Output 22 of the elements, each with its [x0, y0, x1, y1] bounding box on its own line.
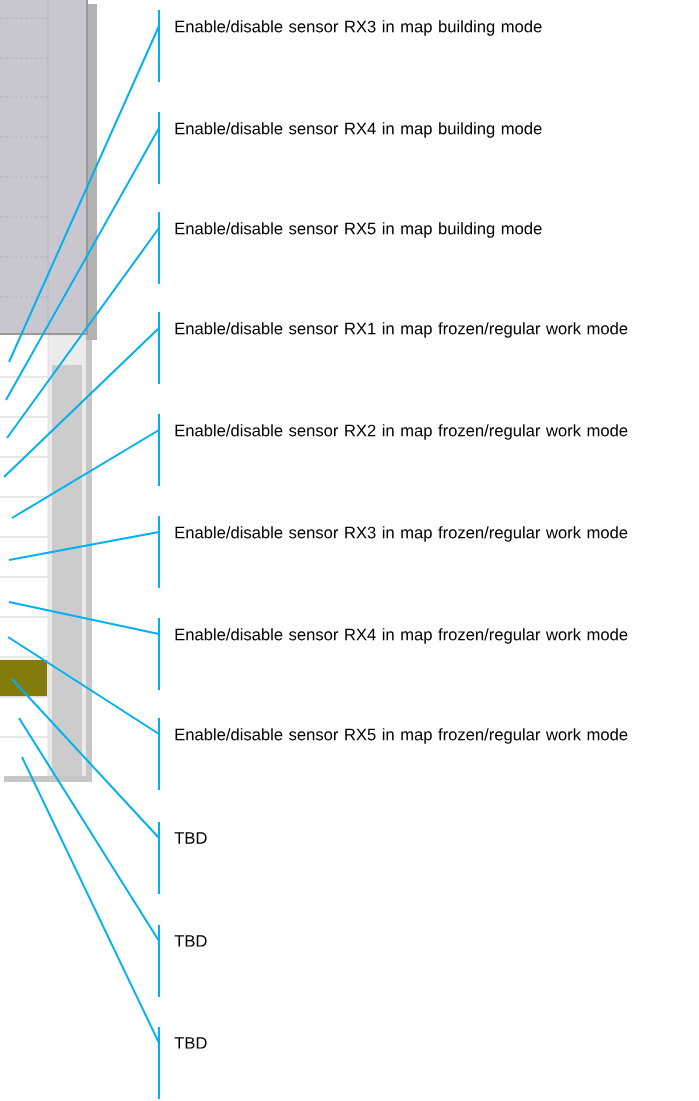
callout-text: TBD: [174, 1037, 207, 1049]
callout-text: Enable/disable sensor RX3 in map frozen/regular work mode: [175, 526, 628, 542]
callout-text: TBD: [174, 832, 207, 844]
leader-line: [5, 127, 160, 401]
leader-line: [3, 327, 160, 478]
callout-text: Enable/disable sensor RX1 in map frozen/regular work mode: [175, 322, 628, 338]
leader-line: [18, 717, 160, 942]
callout-text: Enable/disable sensor RX3 in map building mode: [175, 20, 542, 36]
leader-line: [6, 227, 160, 439]
leader-line: [7, 636, 160, 735]
leader-line: [21, 756, 160, 1044]
callout-text: Enable/disable sensor RX5 in map building mode: [175, 222, 542, 238]
leader-line: [11, 678, 160, 839]
callout-text: TBD: [174, 935, 207, 947]
callout-text: Enable/disable sensor RX2 in map frozen/regular work mode: [175, 424, 628, 440]
callout-text: Enable/disable sensor RX4 in map building mode: [175, 122, 542, 138]
callout-text: Enable/disable sensor RX4 in map frozen/regular work mode: [175, 628, 628, 644]
callout-text: Enable/disable sensor RX5 in map frozen/regular work mode: [175, 728, 628, 744]
leader-line: [8, 25, 160, 363]
leader-line: [8, 531, 160, 561]
leader-line: [8, 601, 160, 635]
leader-line: [11, 429, 160, 519]
